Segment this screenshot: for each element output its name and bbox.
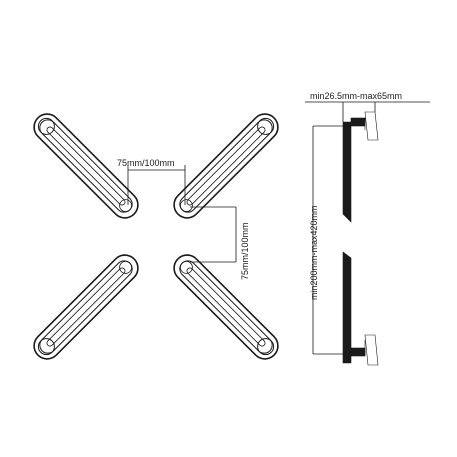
vertical-spacing-label: 75mm/100mm: [240, 222, 250, 280]
vertical-spacing-dimension: 75mm/100mm: [190, 206, 250, 280]
arm-bottom-right: [173, 254, 279, 360]
horizontal-spacing-dimension: 75mm/100mm: [117, 158, 186, 205]
side-profile-view: [342, 111, 379, 366]
arm-bottom-left: [33, 254, 139, 360]
height-dimension: min200mm-max420mm: [309, 125, 343, 355]
depth-range-label: min26.5mm-max65mm: [310, 91, 402, 101]
height-range-label: min200mm-max420mm: [309, 205, 319, 300]
arm-top-left: [33, 113, 139, 219]
depth-dimension: min26.5mm-max65mm: [305, 91, 430, 122]
arm-top-right: [173, 113, 279, 219]
horizontal-spacing-label: 75mm/100mm: [117, 158, 175, 168]
